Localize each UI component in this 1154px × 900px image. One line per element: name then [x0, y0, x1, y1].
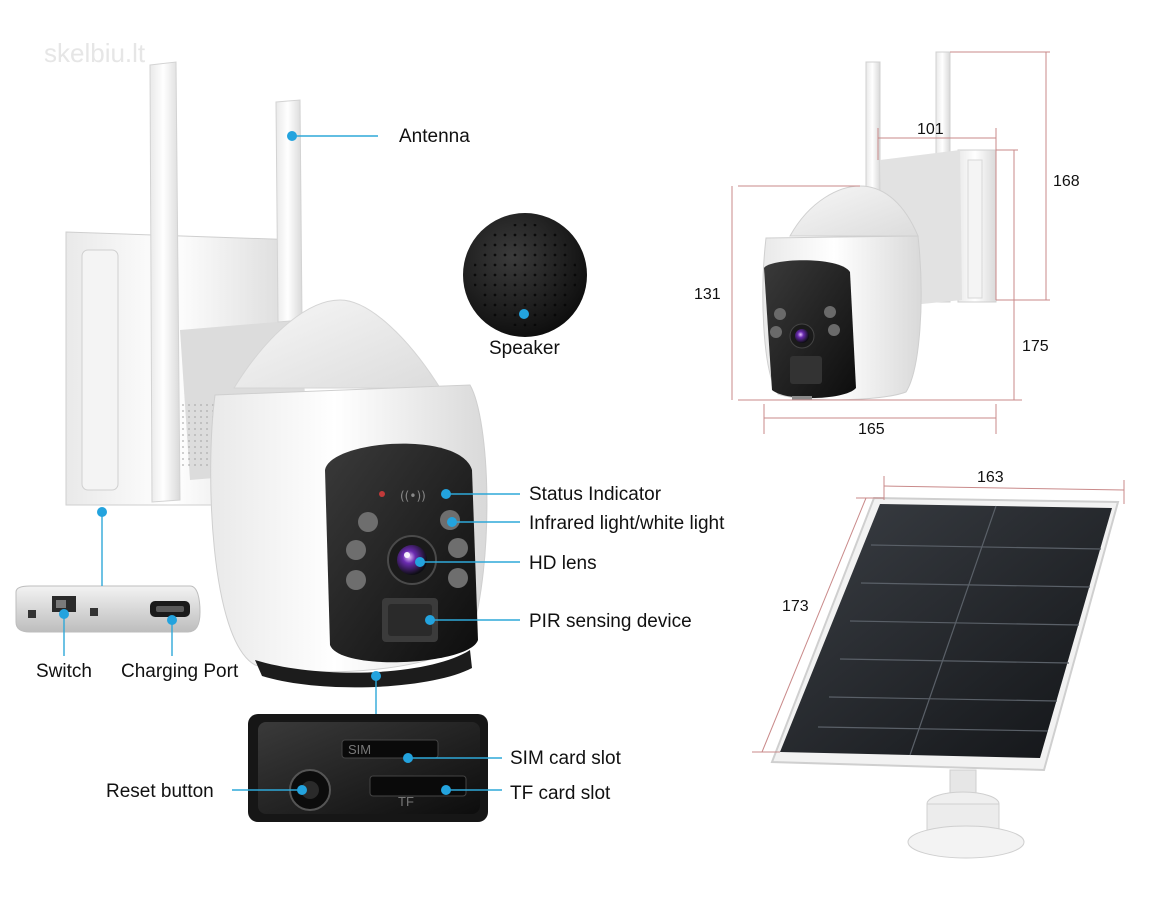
ir-leds [346, 510, 468, 590]
svg-text:TF: TF [398, 794, 414, 809]
wireless-icon: ((•)) [400, 489, 426, 503]
callouts: Antenna Speaker Status Indicator Infrare… [36, 126, 725, 804]
solar-panel: 163 173 [752, 469, 1125, 859]
antenna-left [149, 61, 181, 503]
dim-168: 168 [1053, 173, 1080, 190]
dimension-camera: 101 168 131 175 165 [694, 51, 1080, 438]
bracket-slot [81, 249, 119, 491]
label-switch: Switch [36, 661, 92, 682]
label-infrared-light: Infrared light/white light [529, 513, 725, 534]
camera-bottom [255, 650, 472, 688]
camera-dome [233, 299, 441, 389]
label-hd-lens: HD lens [529, 553, 597, 574]
label-reset-button: Reset button [106, 781, 214, 802]
dim-131: 131 [694, 286, 721, 303]
slot-closeup: SIM TF [248, 714, 488, 822]
dim-173: 173 [782, 598, 809, 615]
label-antenna: Antenna [399, 126, 470, 147]
sim-slot: SIM [341, 739, 439, 759]
watermark-text: skelbiu.lt [44, 38, 146, 68]
dim-101: 101 [917, 121, 944, 138]
status-led [379, 491, 385, 497]
side-port-closeup [15, 585, 201, 633]
main-camera: ((•)) [65, 61, 488, 688]
label-charging-port: Charging Port [121, 661, 239, 682]
label-pir-sensing: PIR sensing device [529, 611, 692, 632]
dim-175: 175 [1022, 338, 1049, 355]
solar-cells [817, 505, 1102, 756]
svg-text:SIM: SIM [348, 742, 371, 757]
dim-163: 163 [977, 469, 1004, 486]
label-sim-slot: SIM card slot [510, 748, 622, 769]
speaker-closeup [463, 213, 587, 337]
label-speaker: Speaker [489, 338, 560, 359]
label-tf-slot: TF card slot [510, 783, 611, 804]
label-status-indicator: Status Indicator [529, 484, 662, 505]
dim-165: 165 [858, 421, 885, 438]
hd-lens [397, 545, 427, 575]
